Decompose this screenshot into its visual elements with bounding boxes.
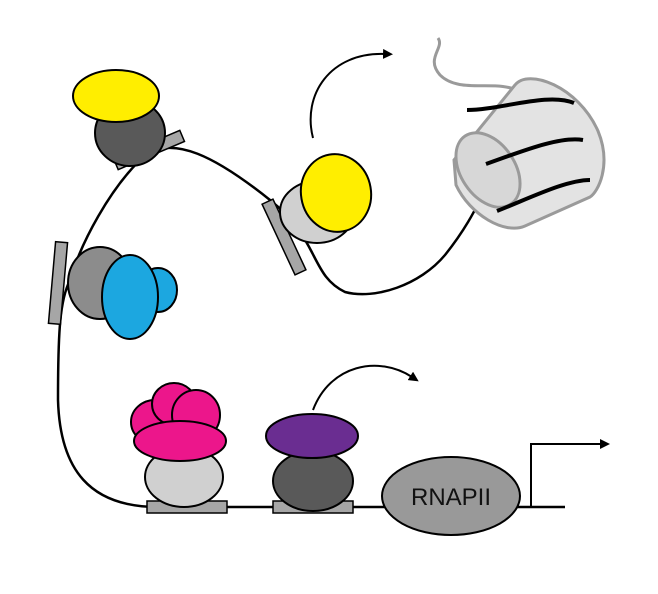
rnapii-complex: RNAPII xyxy=(381,456,521,536)
protein-complex-top xyxy=(72,69,166,167)
transcription-start-arrow-icon xyxy=(530,439,610,507)
curved-arrow-icon xyxy=(312,364,419,411)
protein-complex-middle xyxy=(279,153,373,244)
binding-site-middle xyxy=(261,198,307,276)
nucleosome-wrap-1 xyxy=(466,97,575,112)
protein-complex-bottom-left xyxy=(130,382,227,508)
dark-gray-protein xyxy=(272,450,354,512)
rnapii-label: RNAPII xyxy=(411,484,491,511)
nucleosome-wrap-2 xyxy=(485,137,584,166)
blue-protein-large xyxy=(101,254,159,340)
yellow-protein xyxy=(299,153,373,233)
protein-complex-left xyxy=(67,246,178,340)
curved-arrow-icon xyxy=(309,48,393,139)
nucleosome-wrap-3 xyxy=(496,178,591,213)
protein-complex-bottom-middle xyxy=(265,413,359,512)
nucleosome-dna-tail xyxy=(432,37,521,94)
binding-site-left xyxy=(47,240,69,326)
nucleosome xyxy=(432,37,606,230)
yellow-protein xyxy=(72,69,160,123)
purple-protein xyxy=(265,413,359,459)
rnapii-ellipse xyxy=(381,456,521,536)
magenta-protein-bottom xyxy=(133,420,227,462)
